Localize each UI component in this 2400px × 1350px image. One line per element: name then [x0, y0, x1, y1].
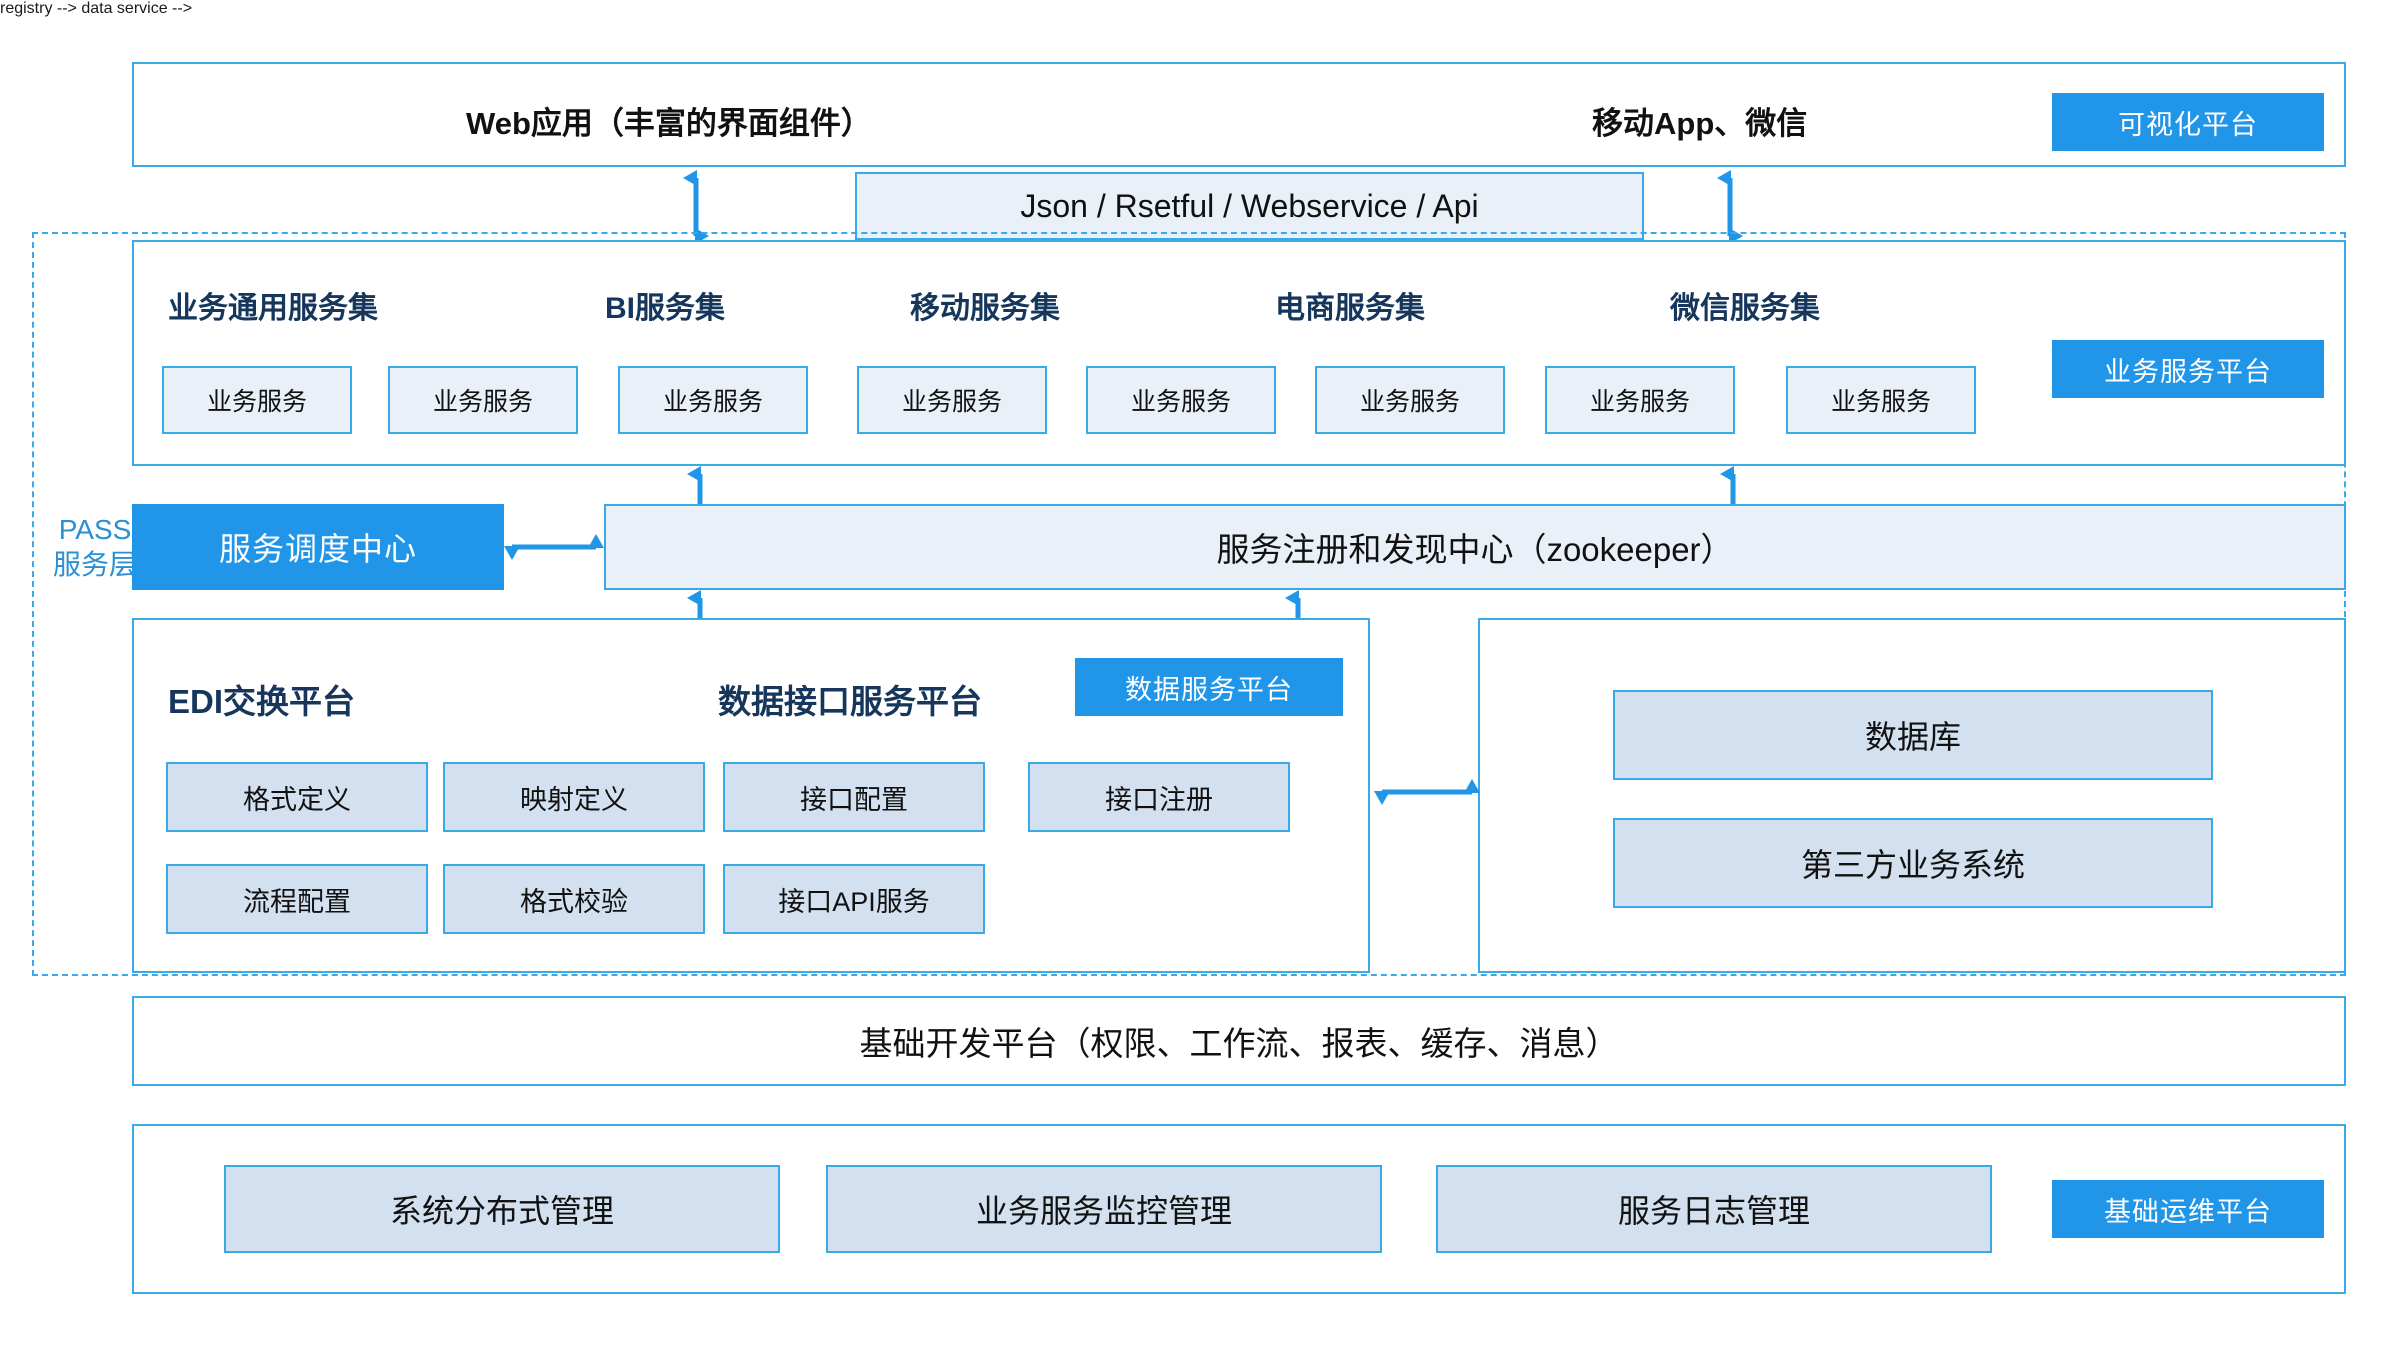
business-service-chip-4[interactable]: 业务服务 [1086, 366, 1276, 434]
business-service-chip-5[interactable]: 业务服务 [1315, 366, 1505, 434]
service-group-title-1: BI服务集 [605, 292, 725, 325]
pass-layer-label-line2: 服务层 [52, 549, 137, 580]
data-service-platform-badge[interactable]: 数据服务平台 [1075, 658, 1343, 716]
ops-item-service-monitoring[interactable]: 业务服务监控管理 [826, 1165, 1382, 1253]
business-service-chip-2[interactable]: 业务服务 [618, 366, 808, 434]
ops-platform-badge[interactable]: 基础运维平台 [2052, 1180, 2324, 1238]
service-group-title-3: 电商服务集 [1275, 292, 1425, 325]
service-group-title-4: 微信服务集 [1670, 292, 1820, 325]
mobile-app-label: 移动App、微信 [1592, 106, 1808, 141]
edi-platform-title: EDI交换平台 [168, 683, 356, 720]
arrow-web-to-api [683, 170, 709, 244]
arrow-data-service-to-storage [1374, 779, 1480, 805]
business-service-chip-1[interactable]: 业务服务 [388, 366, 578, 434]
business-service-chip-3[interactable]: 业务服务 [857, 366, 1047, 434]
foundation-platform-panel: 基础开发平台（权限、工作流、报表、缓存、消息） [132, 996, 2346, 1086]
ops-item-service-log[interactable]: 服务日志管理 [1436, 1165, 1992, 1253]
service-group-title-0: 业务通用服务集 [168, 292, 378, 325]
business-service-chip-7[interactable]: 业务服务 [1786, 366, 1976, 434]
edi-item-process-config[interactable]: 流程配置 [166, 864, 428, 934]
edi-item-format-definition[interactable]: 格式定义 [166, 762, 428, 832]
api-item-interface-register[interactable]: 接口注册 [1028, 762, 1290, 832]
pass-layer-label: PASS 服务层 [30, 512, 160, 582]
api-item-interface-api-service[interactable]: 接口API服务 [723, 864, 985, 934]
arrow-dispatch-to-registry [504, 534, 604, 560]
visualization-platform-badge[interactable]: 可视化平台 [2052, 93, 2324, 151]
web-app-label: Web应用（丰富的界面组件） [466, 106, 872, 141]
ops-item-distributed-management[interactable]: 系统分布式管理 [224, 1165, 780, 1253]
third-party-system-box[interactable]: 第三方业务系统 [1613, 818, 2213, 908]
database-box[interactable]: 数据库 [1613, 690, 2213, 780]
service-group-title-2: 移动服务集 [910, 292, 1060, 325]
data-storage-panel [1478, 618, 2346, 973]
service-dispatch-center-box[interactable]: 服务调度中心 [132, 504, 504, 590]
business-service-chip-0[interactable]: 业务服务 [162, 366, 352, 434]
edi-item-format-validation[interactable]: 格式校验 [443, 864, 705, 934]
service-registry-center-box: 服务注册和发现中心（zookeeper） [604, 504, 2346, 590]
presentation-layer-panel [132, 62, 2346, 167]
arrow-mobile-to-api [1717, 170, 1743, 244]
business-service-platform-badge[interactable]: 业务服务平台 [2052, 340, 2324, 398]
edi-item-mapping-definition[interactable]: 映射定义 [443, 762, 705, 832]
api-protocol-bar: Json / Rsetful / Webservice / Api [855, 172, 1644, 240]
business-service-chip-6[interactable]: 业务服务 [1545, 366, 1735, 434]
pass-layer-label-line1: PASS [58, 514, 132, 545]
api-item-interface-config[interactable]: 接口配置 [723, 762, 985, 832]
pass-service-layer-boundary [32, 232, 2346, 976]
data-interface-platform-title: 数据接口服务平台 [718, 683, 982, 720]
